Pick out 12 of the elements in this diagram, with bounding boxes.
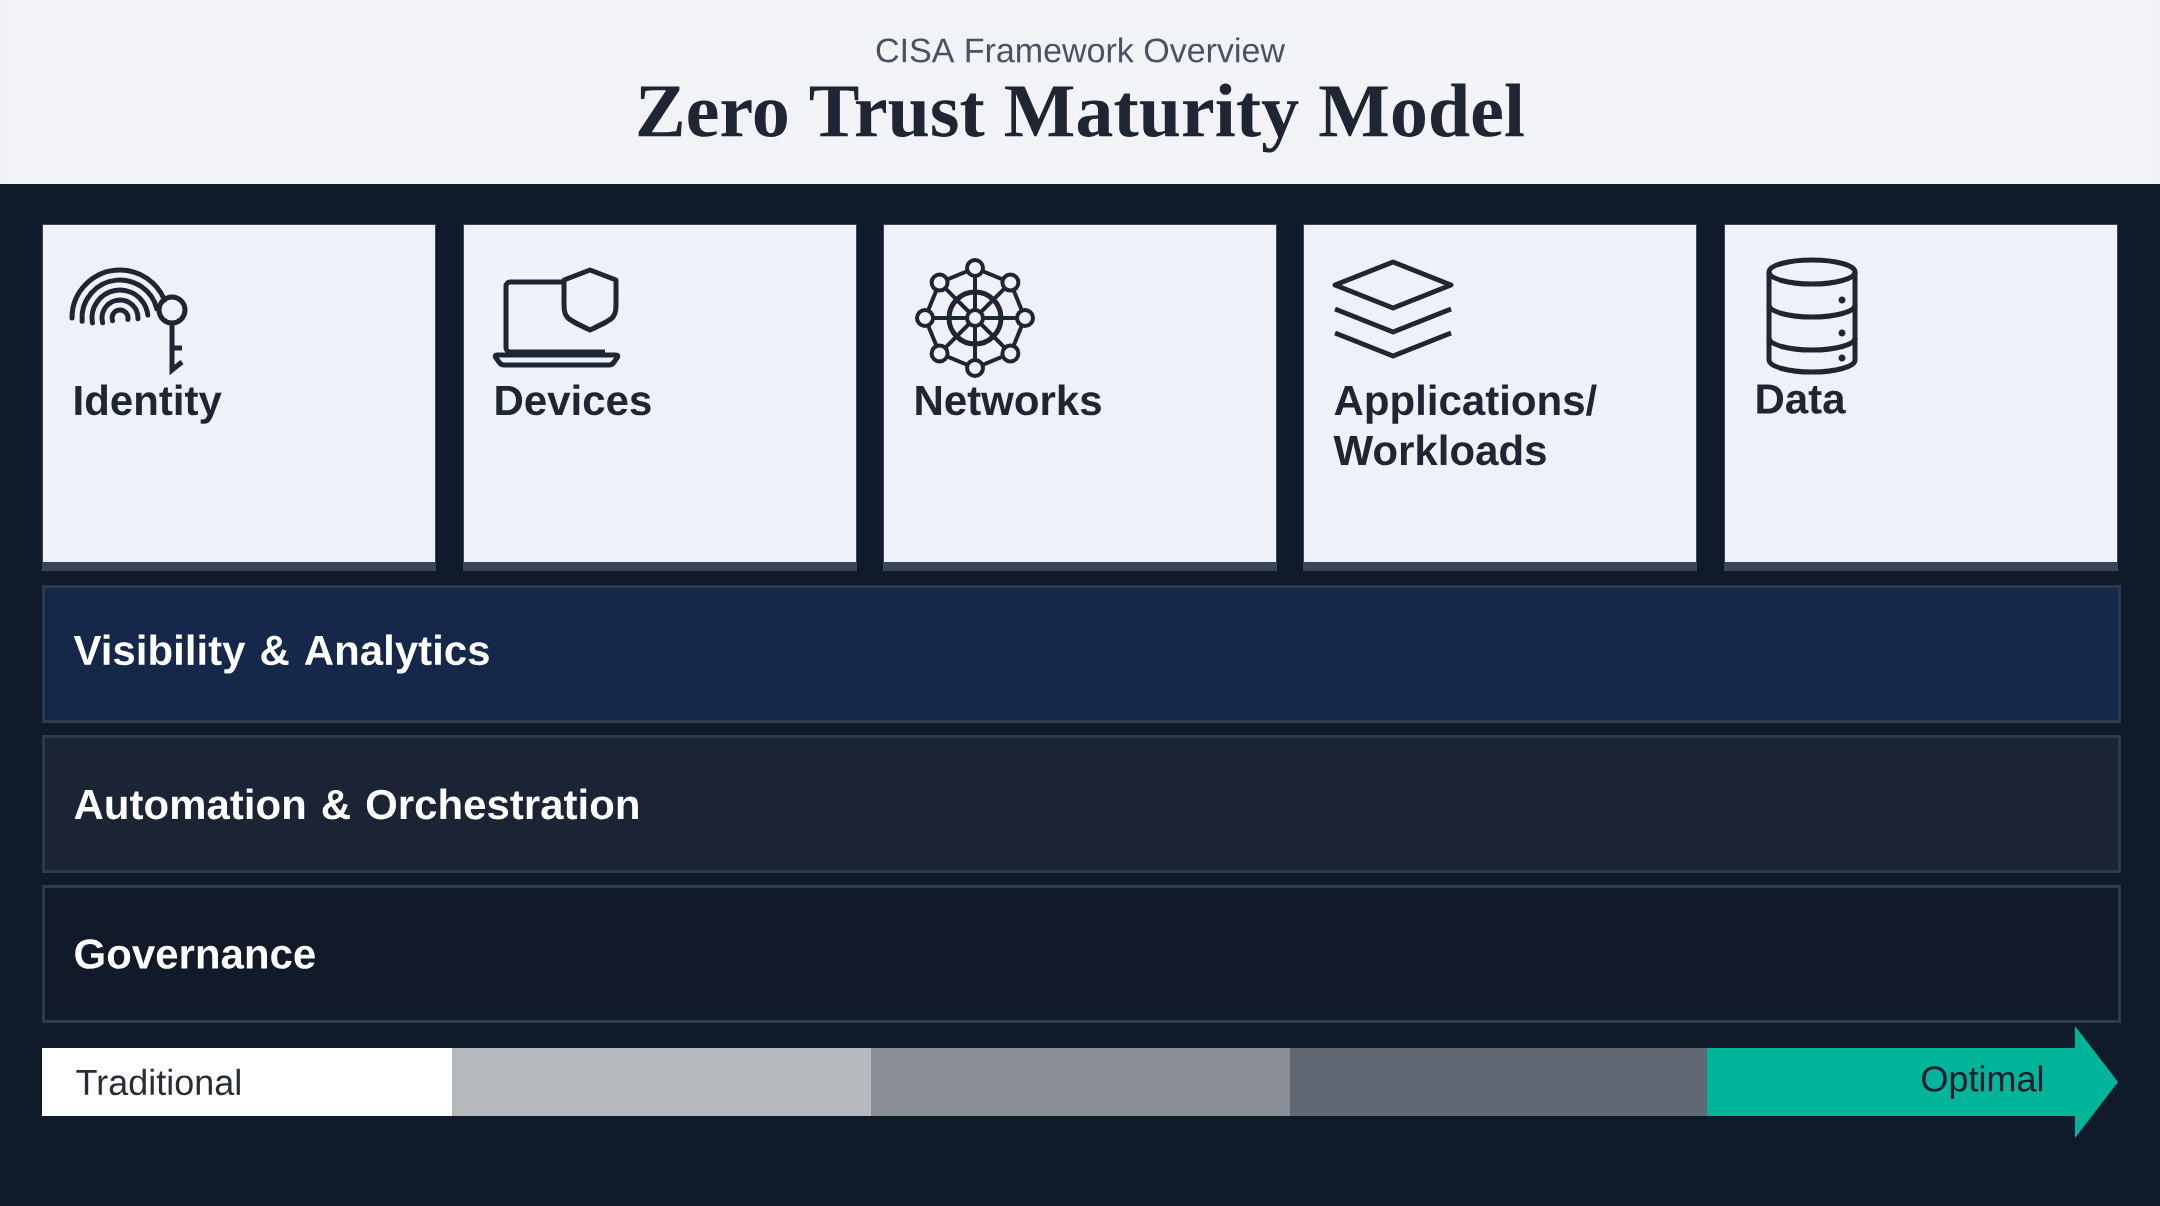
title: Zero Trust Maturity Model xyxy=(638,83,1524,153)
pillar-card: Data xyxy=(1724,224,2118,571)
capability-band: Visibility & Analytics xyxy=(42,585,2121,723)
capability-band: Automation & Orchestration xyxy=(42,735,2121,873)
capability-band: Governance xyxy=(42,885,2121,1023)
scale-label: Traditional xyxy=(76,1068,240,1096)
subtitle: CISA Framework Overview xyxy=(876,37,1286,63)
pillar-card: Identity xyxy=(42,224,436,571)
pillar-card: Networks xyxy=(883,224,1277,571)
pillar-card: Applications/ Workloads xyxy=(1303,224,1697,571)
scale-label: Optimal xyxy=(1922,1065,2043,1099)
pillar-card: Devices xyxy=(463,224,857,571)
